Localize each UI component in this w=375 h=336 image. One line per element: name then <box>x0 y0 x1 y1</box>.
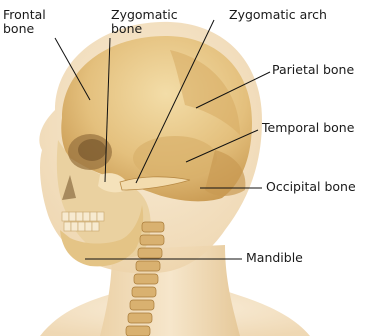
label-temporal-bone: Temporal bone <box>262 121 354 135</box>
label-frontal-bone-line1: Frontal <box>3 8 46 22</box>
label-zygomatic-bone-line2: bone <box>111 22 178 36</box>
label-parietal-bone: Parietal bone <box>272 63 354 77</box>
label-frontal-bone: Frontal bone <box>3 8 46 36</box>
label-zygomatic-arch: Zygomatic arch <box>229 8 327 22</box>
label-mandible: Mandible <box>246 251 303 265</box>
label-zygomatic-bone-line1: Zygomatic <box>111 8 178 22</box>
label-occipital-bone: Occipital bone <box>266 180 356 194</box>
label-frontal-bone-line2: bone <box>3 22 46 36</box>
label-zygomatic-bone: Zygomatic bone <box>111 8 178 36</box>
